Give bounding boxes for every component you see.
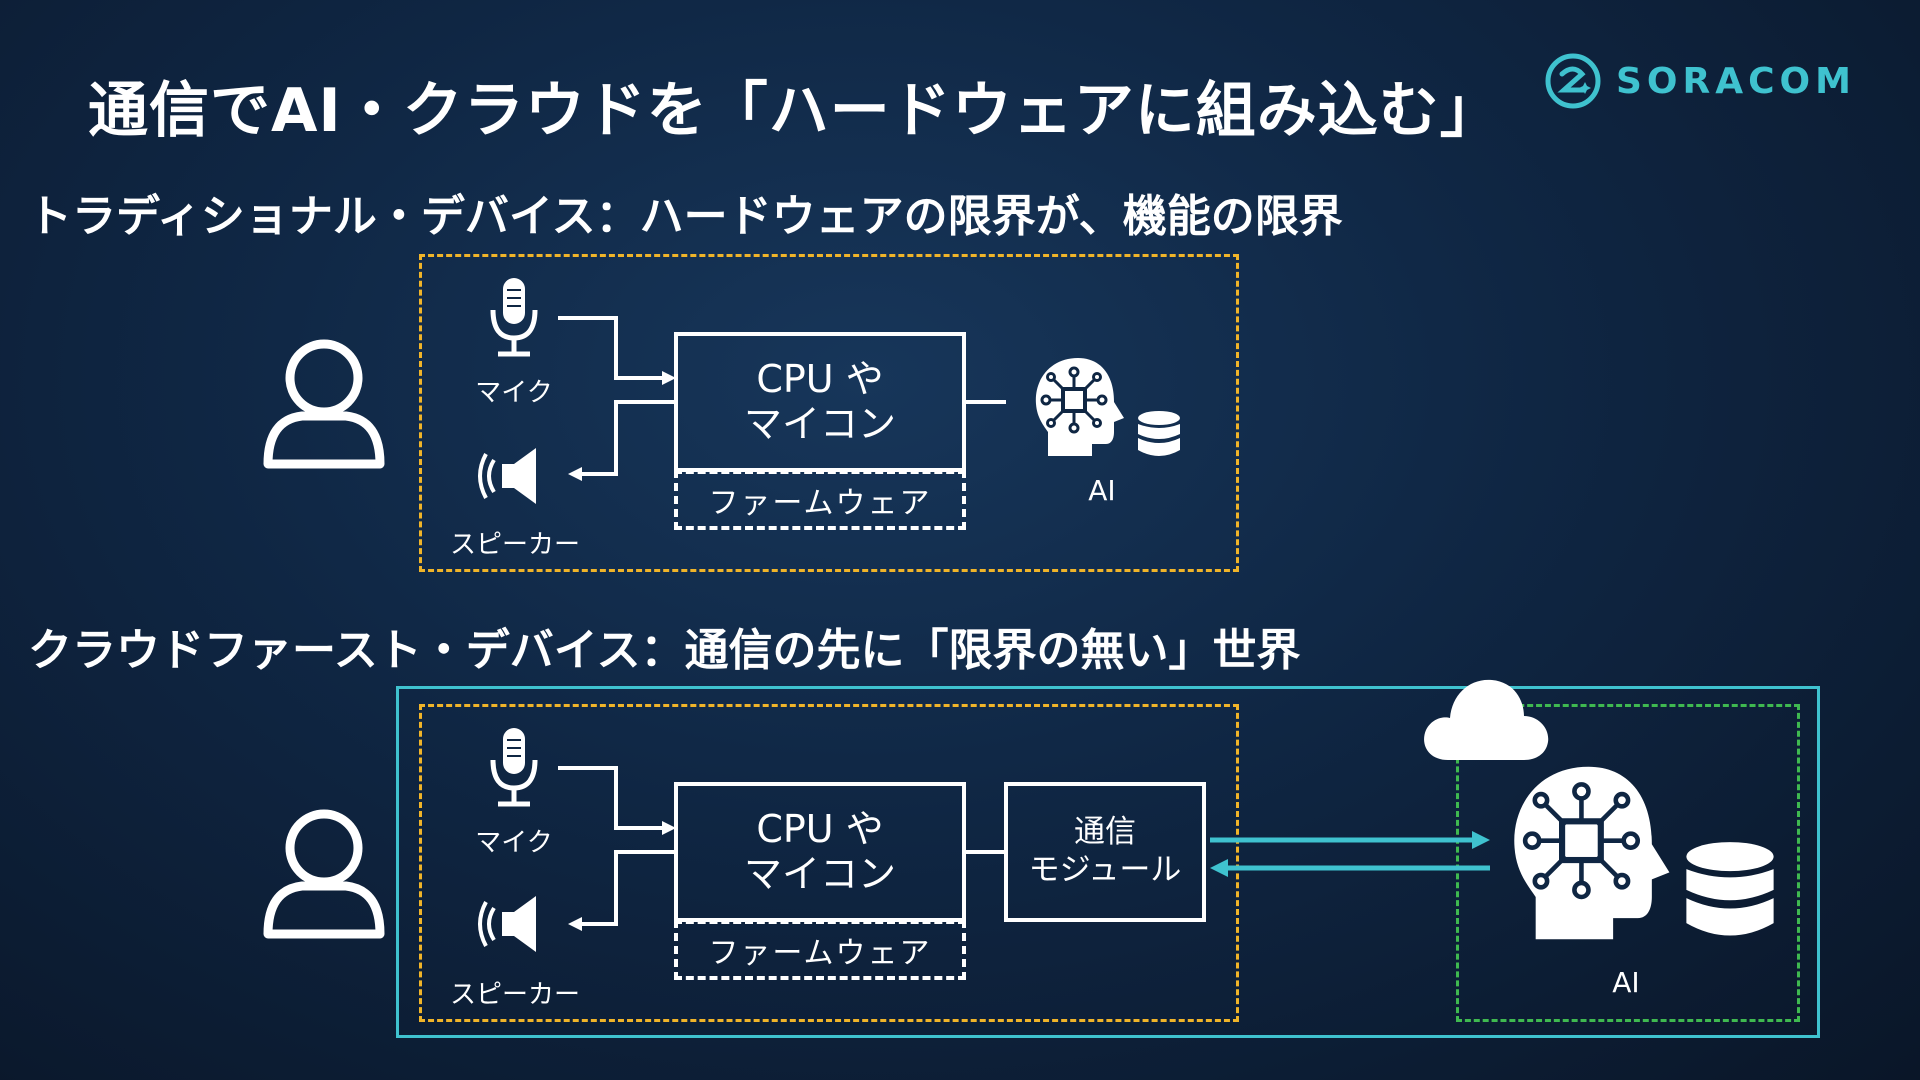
microphone-icon: [490, 728, 538, 807]
cpu-label-line1: CPU や: [756, 807, 884, 852]
soracom-logo-icon: [1545, 53, 1601, 109]
cloud-ai-zone: [1456, 704, 1800, 1022]
mic-label: マイク: [475, 828, 553, 858]
logo-text: SORACOM: [1616, 60, 1856, 102]
mic-label: マイク: [475, 378, 553, 408]
cpu-label-line2: マイコン: [743, 402, 896, 446]
cloud-connected-zone: [396, 686, 1820, 1038]
speaker-icon: [478, 448, 536, 504]
soracom-logo: SORACOM: [1544, 52, 1856, 110]
database-icon: [1138, 411, 1180, 456]
firmware-box-bottom: ファームウェア: [674, 920, 966, 980]
traditional-heading: トラディショナル・デバイス：ハードウェアの限界が、機能の限界: [28, 191, 1343, 242]
person-icon: [263, 339, 385, 469]
ai-head-icon: [1514, 766, 1670, 940]
speaker-label: スピーカー: [449, 530, 580, 560]
module-label-line2: モジュール: [1028, 852, 1182, 888]
database-icon: [1686, 842, 1774, 936]
slide-title: 通信でAI・クラウドを「ハードウェアに組み込む」: [88, 76, 1501, 146]
cloud-icon: [1424, 679, 1549, 760]
ai-head-icon: [1035, 358, 1124, 456]
module-label-line1: 通信: [1074, 814, 1136, 851]
cpu-box-bottom: CPU や マイコン: [674, 782, 966, 922]
person-icon: [263, 809, 385, 939]
comm-module-box: 通信 モジュール: [1004, 782, 1206, 922]
ai-label-bottom: AI: [1612, 966, 1640, 999]
firmware-box-top: ファームウェア: [674, 470, 966, 530]
firmware-label: ファームウェア: [708, 486, 932, 521]
cloud-first-heading: クラウドファースト・デバイス：通信の先に「限界の無い」世界: [28, 625, 1301, 676]
cpu-label-line2: マイコン: [743, 852, 896, 896]
speaker-icon: [478, 896, 536, 952]
firmware-label: ファームウェア: [708, 936, 932, 971]
ai-label-top: AI: [1088, 474, 1116, 507]
speaker-label: スピーカー: [449, 980, 580, 1010]
device-zone-top: [419, 254, 1239, 572]
device-zone-bottom: [419, 704, 1239, 1022]
cpu-label-line1: CPU や: [756, 357, 884, 402]
microphone-icon: [490, 278, 538, 357]
